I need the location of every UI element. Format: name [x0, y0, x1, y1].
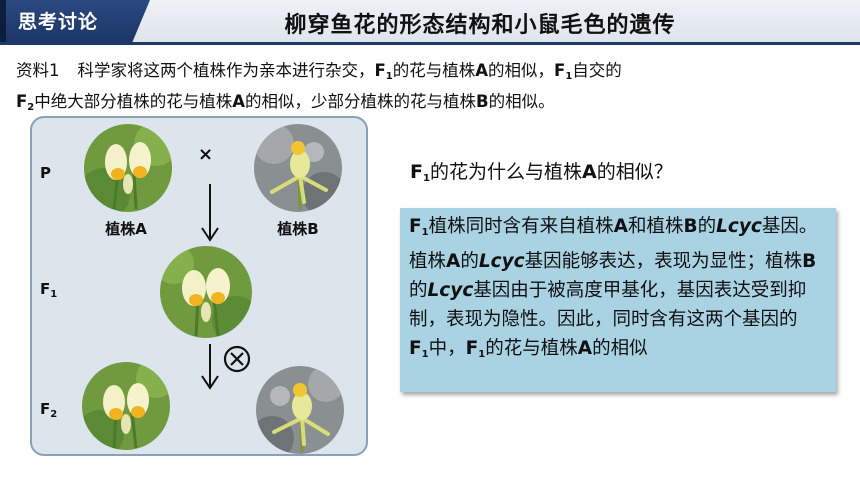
generation-f2-label: F2	[40, 400, 57, 420]
answer-b: B	[802, 251, 817, 272]
gen-sub: 2	[50, 409, 58, 420]
answer-part: 基因能够表达，表现为显性；植株	[524, 251, 803, 272]
f2-flower-a-type-image	[82, 362, 170, 450]
answer-part: 的相似	[592, 338, 648, 359]
section-badge-label: 思考讨论	[18, 11, 99, 33]
intro-f: F	[374, 61, 386, 80]
answer-sub: 1	[478, 349, 486, 360]
question-sub: 1	[422, 173, 430, 184]
answer-part: 和植株	[627, 216, 684, 237]
answer-part: 的花与植株	[485, 338, 578, 359]
self-cross-icon	[223, 345, 251, 373]
generation-p-label: P	[40, 164, 51, 182]
intro-text: 的相似，少部分植株的花与植株	[245, 92, 477, 111]
answer-a: A	[613, 216, 628, 237]
gene-name: Lcyc	[427, 280, 474, 301]
question-a: A	[581, 161, 597, 183]
answer-text: F1植株同时含有来自植株A和植株B的Lcyc基因。植株A的Lcyc基因能够表达，…	[409, 212, 833, 369]
answer-b: B	[683, 216, 698, 237]
intro-sub: 2	[27, 102, 35, 113]
plant-b-flower-image	[254, 124, 342, 212]
answer-part: 基因。植株	[409, 216, 818, 272]
intro-f: F	[16, 92, 28, 111]
gene-name: Lcyc	[478, 251, 525, 272]
plant-b-label: 植株B	[277, 220, 319, 238]
f1-flower-image	[160, 246, 252, 338]
intro-text: 中绝大部分植株的花与植株	[34, 92, 233, 111]
generation-f1-label: F1	[40, 280, 57, 300]
answer-part: 的	[460, 251, 479, 272]
answer-part: 基因由于被高度甲基化，基因表达受到抑制，表现为隐性。因此，同时含有这两个基因的	[409, 280, 807, 330]
plant-a-flower-image	[84, 124, 172, 212]
answer-sub: 1	[421, 227, 429, 238]
answer-f: F	[409, 216, 422, 237]
answer-sub: 1	[421, 349, 429, 360]
answer-a: A	[577, 338, 593, 359]
f2-flower-b-type-image	[256, 366, 344, 454]
intro-f: F	[554, 61, 566, 80]
arrow-down-icon	[201, 184, 219, 242]
material-label: 资料1	[16, 61, 60, 80]
answer-part: 的	[409, 280, 428, 301]
intro-text: 自交的	[572, 61, 622, 80]
arrow-down-icon	[201, 344, 219, 390]
answer-part: 的	[697, 216, 717, 237]
intro-sub: 1	[565, 71, 573, 82]
gen-f-letter: F	[40, 280, 51, 298]
slide-title: 柳穿鱼花的形态结构和小鼠毛色的遗传	[284, 13, 676, 38]
cross-symbol: ×	[198, 144, 214, 165]
badge-accent	[0, 0, 6, 43]
gen-f-letter: F	[40, 400, 51, 418]
answer-a: A	[446, 251, 461, 272]
section-badge	[0, 0, 150, 43]
question-f: F	[410, 161, 423, 183]
answer-part: 中，	[428, 338, 466, 359]
cross-diagram-panel: P F1 F2 植株A × 植株B	[30, 116, 368, 456]
intro-text: 的相似。	[488, 92, 555, 111]
question-text: F1的花为什么与植株A的相似？	[410, 157, 673, 184]
intro-b: B	[476, 92, 489, 111]
intro-text: 的花与植株	[392, 61, 476, 80]
intro-a: A	[475, 61, 489, 80]
intro-sub: 1	[385, 71, 393, 82]
header-rule	[0, 42, 860, 45]
answer-box: F1植株同时含有来自植株A和植株B的Lcyc基因。植株A的Lcyc基因能够表达，…	[400, 208, 836, 392]
intro-text: 的相似，	[488, 61, 555, 80]
answer-part: 植株同时含有来自植株	[428, 216, 614, 237]
answer-f: F	[465, 338, 479, 359]
answer-f: F	[409, 338, 422, 359]
question-part: 的相似？	[596, 161, 673, 183]
gene-name: Lcyc	[716, 216, 762, 237]
question-part: 的花为什么与植株	[429, 161, 582, 183]
intro-text: 科学家将这两个植株作为亲本进行杂交，	[77, 61, 375, 80]
gen-sub: 1	[50, 289, 58, 300]
plant-a-label: 植株A	[105, 220, 147, 238]
intro-a: A	[232, 92, 246, 111]
